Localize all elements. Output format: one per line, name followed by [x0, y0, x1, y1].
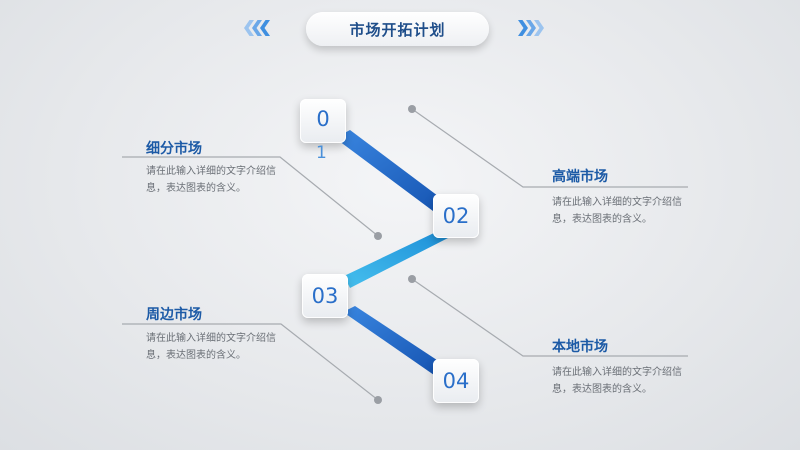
leader-line-4 [411, 278, 688, 357]
step-box-2: 02 [433, 194, 479, 238]
step-number-2: 02 [442, 204, 470, 228]
leader-line-3 [122, 323, 379, 401]
leader-dot-4 [408, 275, 416, 283]
leader-dot-3 [374, 396, 382, 404]
item-desc-2: 请在此输入详细的文字介绍信息，表达图表的含义。 [552, 197, 682, 225]
step-number-1-wrap: 1 [316, 143, 327, 163]
step-number-3: 03 [311, 284, 339, 308]
item-desc-4: 请在此输入详细的文字介绍信息，表达图表的含义。 [552, 367, 682, 395]
leader-line-1 [122, 156, 379, 237]
step-box-1: 0 1 [300, 99, 346, 163]
item-heading-2: 高端市场 [552, 169, 608, 185]
item-desc-1: 请在此输入详细的文字介绍信息，表达图表的含义。 [146, 166, 276, 194]
step-number-1: 0 [316, 107, 330, 131]
connector-3-4 [343, 306, 446, 375]
item-heading-3: 周边市场 [146, 307, 202, 323]
chevron-right-icon [518, 20, 544, 36]
item-heading-1: 细分市场 [146, 141, 202, 157]
leader-dot-1 [374, 232, 382, 240]
step-number-4: 04 [442, 369, 470, 393]
leader-line-2 [411, 108, 688, 188]
chevron-left-icon [244, 20, 270, 36]
item-desc-3: 请在此输入详细的文字介绍信息，表达图表的含义。 [146, 333, 276, 361]
step-box-3: 03 [302, 274, 348, 318]
page-title: 市场开拓计划 [306, 12, 489, 46]
leader-dot-2 [408, 105, 416, 113]
step-box-4: 04 [433, 359, 479, 403]
connector-1-2 [335, 130, 450, 214]
connector-2-3 [344, 232, 448, 288]
item-heading-4: 本地市场 [552, 339, 608, 355]
